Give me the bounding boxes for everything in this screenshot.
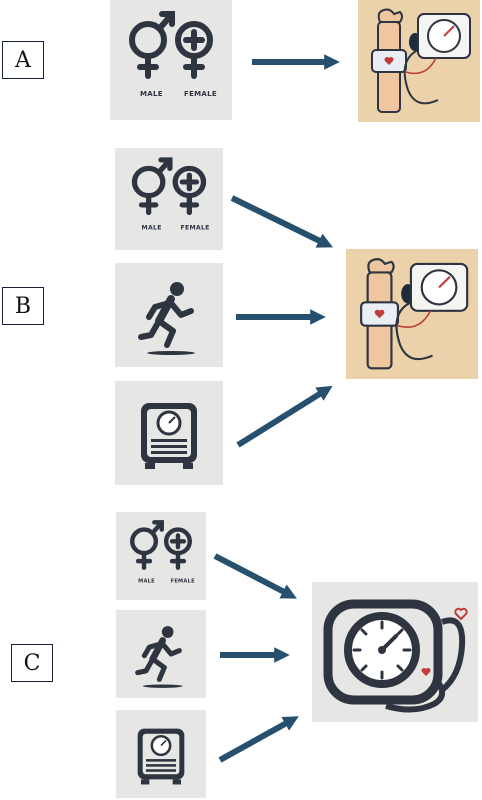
- bp-monitor-icon: [360, 258, 469, 370]
- male-label: MALE: [142, 225, 162, 232]
- weight-scale-icon: [137, 728, 185, 785]
- gender-icon-tile-b: MALE FEMALE: [115, 148, 223, 250]
- gender-icon: MALE FEMALE: [130, 520, 196, 584]
- gender-icon: MALE FEMALE: [129, 11, 217, 98]
- female-label: FEMALE: [171, 578, 196, 584]
- scenario-label-b: B: [2, 287, 44, 325]
- scale-icon-tile-c: [116, 710, 206, 798]
- male-label: MALE: [138, 578, 155, 584]
- scenario-label-a-text: A: [15, 47, 31, 73]
- bp-monitor-icon: [371, 8, 471, 113]
- scenario-label-c-text: C: [23, 650, 41, 676]
- gender-icon: MALE FEMALE: [131, 157, 210, 232]
- activity-icon-tile-b: [115, 263, 223, 367]
- bp-monitor-tile-a: [358, 0, 480, 122]
- arrow-b-scale: [236, 385, 333, 448]
- running-person-icon: [135, 626, 183, 688]
- gender-icon-tile-c: MALE FEMALE: [116, 512, 206, 600]
- arrow-c-scale: [218, 716, 299, 763]
- scenario-label-c: C: [11, 644, 53, 682]
- running-person-icon: [138, 282, 195, 355]
- female-label: FEMALE: [181, 225, 210, 232]
- bp-gauge-icon: [323, 599, 468, 713]
- activity-icon-tile-c: [116, 610, 206, 698]
- gender-icon-tile-a: MALE FEMALE: [110, 0, 232, 120]
- male-label: MALE: [140, 90, 163, 98]
- bp-gauge-tile-c: [312, 582, 478, 722]
- scenario-label-a: A: [2, 41, 44, 79]
- female-label: FEMALE: [184, 90, 217, 98]
- scenario-label-b-text: B: [14, 293, 32, 319]
- arrow-c-gender: [213, 553, 297, 599]
- bp-monitor-tile-b: [346, 249, 478, 379]
- arrow-b-gender: [230, 195, 334, 248]
- weight-scale-icon: [141, 403, 197, 469]
- scale-icon-tile-b: [115, 381, 223, 485]
